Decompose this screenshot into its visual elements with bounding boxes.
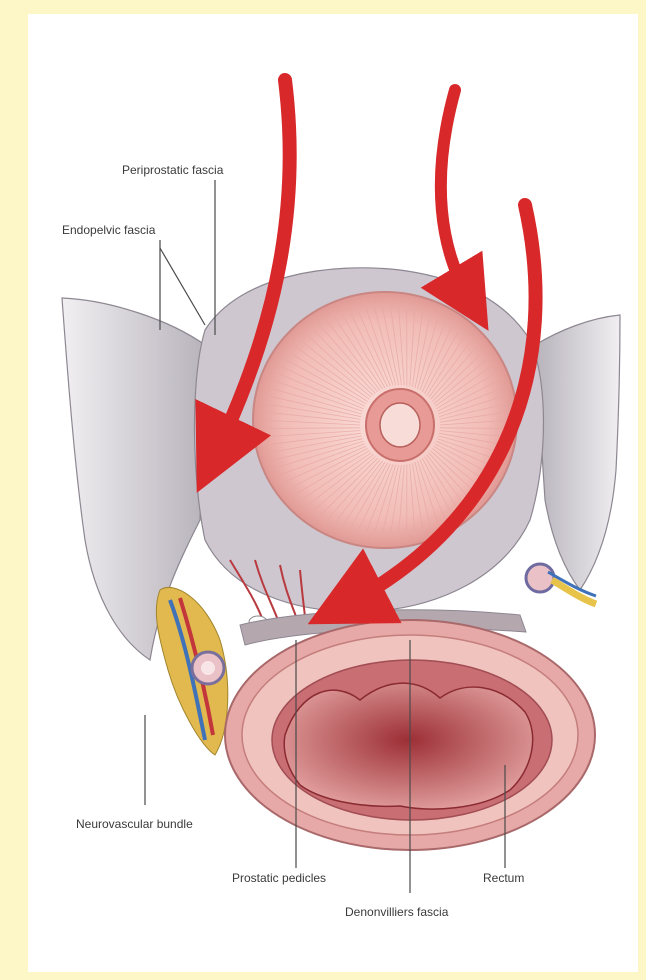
right-pelvic-wall: [535, 315, 620, 590]
label-prostatic-pedicles: Prostatic pedicles: [232, 871, 326, 885]
label-endopelvic-fascia: Endopelvic fascia: [62, 223, 156, 237]
prostate-cross-section: [253, 292, 517, 548]
neurovascular-bundle-left: [156, 587, 228, 755]
label-denonvilliers-fascia: Denonvilliers fascia: [345, 905, 449, 919]
label-neurovascular-bundle: Neurovascular bundle: [76, 817, 193, 831]
arrow-middle: [441, 90, 470, 300]
label-periprostatic-fascia: Periprostatic fascia: [122, 163, 224, 177]
label-rectum: Rectum: [483, 871, 524, 885]
